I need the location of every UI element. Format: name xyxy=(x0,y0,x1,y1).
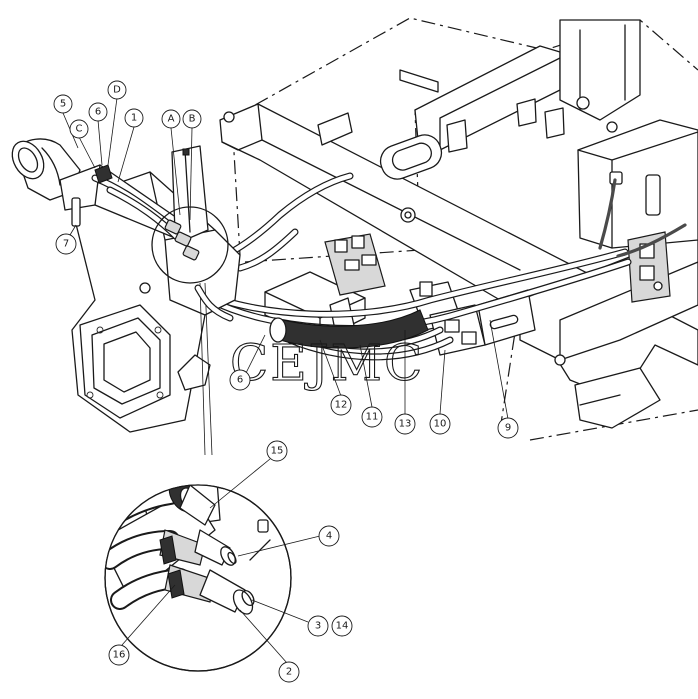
svg-text:5: 5 xyxy=(60,99,66,110)
callout-12[interactable]: 12 xyxy=(330,394,352,416)
callout-1[interactable]: 1 xyxy=(124,108,144,128)
svg-text:16: 16 xyxy=(113,650,126,661)
svg-text:2: 2 xyxy=(286,667,292,678)
svg-text:1: 1 xyxy=(131,113,137,124)
hose-routing xyxy=(196,172,687,361)
callout-a[interactable]: A xyxy=(161,109,181,129)
callout-11[interactable]: 11 xyxy=(361,406,383,428)
detail-view xyxy=(104,484,292,672)
svg-text:6: 6 xyxy=(237,375,243,386)
callout-5[interactable]: 5 xyxy=(53,94,73,114)
callout-6-lower[interactable]: 6 xyxy=(229,369,251,391)
callout-6-upper[interactable]: 6 xyxy=(88,102,108,122)
svg-text:14: 14 xyxy=(336,621,349,632)
callout-7[interactable]: 7 xyxy=(55,233,77,255)
axle-assembly xyxy=(11,138,241,456)
svg-text:11: 11 xyxy=(366,412,379,423)
callout-14[interactable]: 14 xyxy=(331,615,353,637)
svg-text:D: D xyxy=(113,85,121,96)
callout-13[interactable]: 13 xyxy=(394,413,416,435)
svg-text:A: A xyxy=(168,114,175,125)
svg-text:B: B xyxy=(189,114,196,125)
callout-4[interactable]: 4 xyxy=(318,525,340,547)
callout-c[interactable]: C xyxy=(69,119,89,139)
svg-text:C: C xyxy=(76,124,83,135)
callout-9[interactable]: 9 xyxy=(497,417,519,439)
callout-16[interactable]: 16 xyxy=(108,644,130,666)
svg-text:7: 7 xyxy=(63,239,69,250)
svg-text:12: 12 xyxy=(335,400,348,411)
callout-2[interactable]: 2 xyxy=(278,661,300,683)
leader-lines xyxy=(62,97,509,664)
callout-15[interactable]: 15 xyxy=(266,440,288,462)
callout-10[interactable]: 10 xyxy=(429,413,451,435)
callout-d[interactable]: D xyxy=(107,80,127,100)
callout-b[interactable]: B xyxy=(182,109,202,129)
callout-3[interactable]: 3 xyxy=(307,615,329,637)
svg-text:9: 9 xyxy=(505,423,511,434)
svg-text:10: 10 xyxy=(434,419,447,430)
svg-text:15: 15 xyxy=(271,446,284,457)
svg-text:13: 13 xyxy=(399,419,412,430)
svg-text:4: 4 xyxy=(326,531,332,542)
svg-text:3: 3 xyxy=(315,621,321,632)
svg-text:6: 6 xyxy=(95,107,101,118)
watermark-text: CEJMC xyxy=(230,334,424,392)
